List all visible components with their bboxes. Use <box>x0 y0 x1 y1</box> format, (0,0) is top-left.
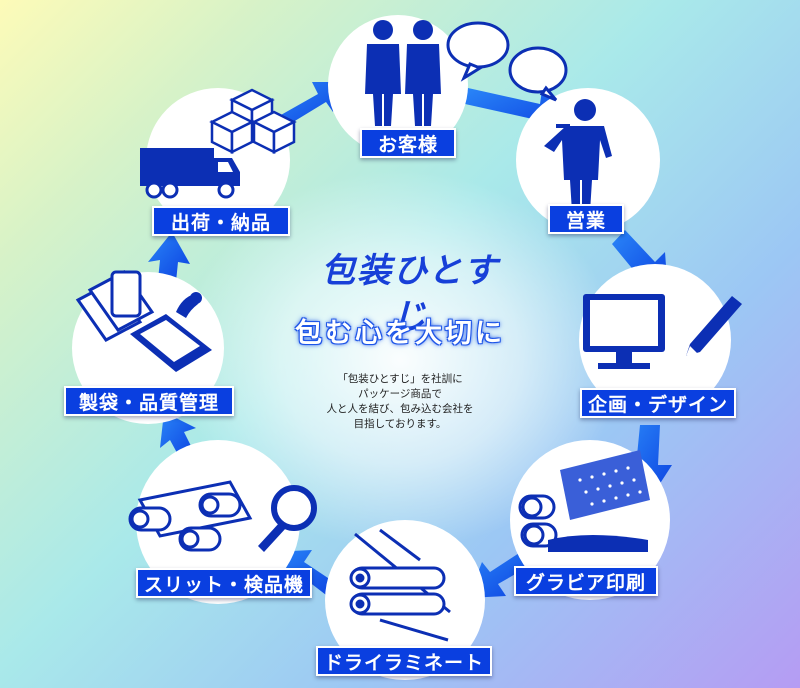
description-line: 「包装ひとすじ」を社訓に <box>337 373 463 385</box>
customers-icon <box>365 20 568 126</box>
company-description: 「包装ひとすじ」を社訓に パッケージ商品で 人と人を結び、包み込む会社を 目指し… <box>300 372 500 432</box>
arrow-shipping-to-customer <box>272 82 345 130</box>
bag-making-icon <box>75 270 212 372</box>
arrow-bagmaking-to-shipping <box>148 232 190 282</box>
step-label-shipping: 出荷・納品 <box>152 206 290 236</box>
step-label-design: 企画・デザイン <box>580 388 736 418</box>
step-label-sales: 営業 <box>548 204 624 234</box>
step-label-bagmaking: 製袋・品質管理 <box>64 386 234 416</box>
salesperson-icon <box>544 99 612 212</box>
step-label-slitter: スリット・検品機 <box>136 568 312 598</box>
gravure-printing-icon <box>518 450 650 552</box>
step-label-gravure: グラビア印刷 <box>514 566 658 596</box>
description-line: 人と人を結び、包み込む会社を <box>326 403 474 415</box>
description-line: 目指しております。 <box>353 418 447 430</box>
computer-design-icon <box>583 294 742 369</box>
step-label-laminate: ドライラミネート <box>316 646 492 676</box>
delivery-truck-icon <box>140 88 297 199</box>
slitter-inspection-icon <box>128 480 317 552</box>
step-label-customer: お客様 <box>360 128 456 158</box>
tagline: 包む心を大切に <box>295 318 505 349</box>
company-logo: 包装ひとすじ <box>321 251 499 337</box>
laminate-rolls-icon <box>349 528 451 642</box>
description-line: パッケージ商品で <box>358 388 442 400</box>
